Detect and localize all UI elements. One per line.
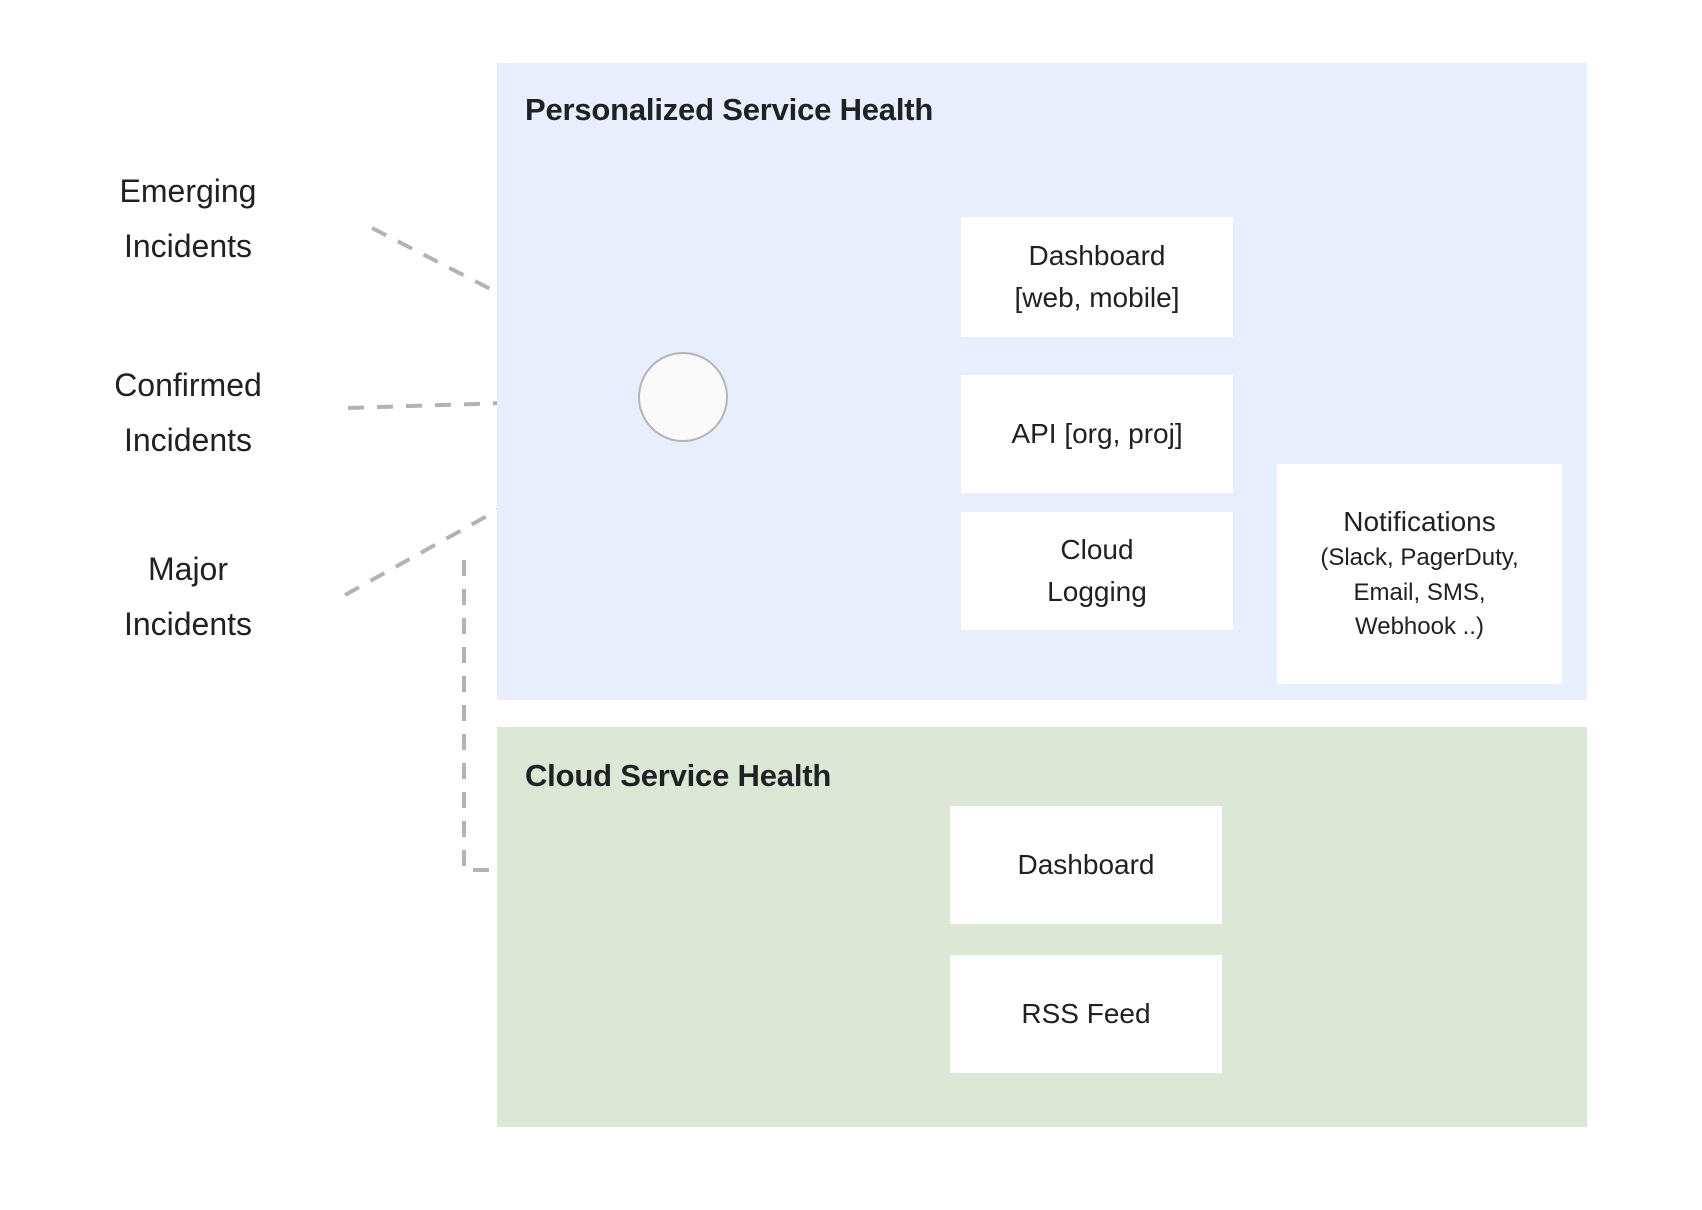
node-cloud-logging[interactable]: Cloud Logging [961,512,1233,630]
source-label-major-incidents: Major Incidents [123,551,253,643]
node-cloud-service-health-dashboard[interactable]: Dashboard [950,806,1222,924]
panel-title-personalized-service-health: Personalized Service Health [525,92,934,127]
node-notifications[interactable]: Notifications (Slack, PagerDuty, Email, … [1277,464,1562,684]
node-dashboard-web-mobile[interactable]: Dashboard [web, mobile] [961,217,1233,337]
node-cloud-service-health-rss-feed[interactable]: RSS Feed [950,955,1222,1073]
node-api-org-proj[interactable]: API [org, proj] [961,375,1233,493]
source-label-confirmed-incidents: Confirmed Incidents [114,367,262,459]
aggregation-hub-node [638,352,728,442]
panel-title-cloud-service-health: Cloud Service Health [525,758,832,793]
node-notifications-title: Notifications [1343,505,1496,537]
source-label-emerging-incidents: Emerging Incidents [119,173,257,265]
node-notifications-channels: (Slack, PagerDuty, Email, SMS, Webhook .… [1320,543,1519,641]
